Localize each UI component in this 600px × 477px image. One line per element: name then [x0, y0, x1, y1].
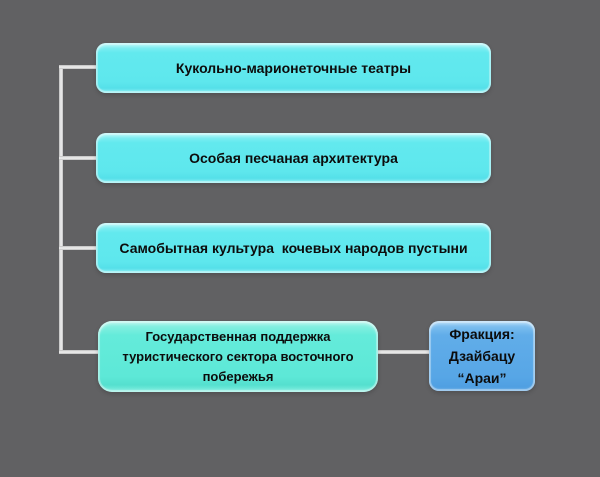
diagram-node-nomad-culture: Самобытная культура кочевых народов пуст…: [96, 223, 491, 273]
node-label-line: туристического сектора восточного: [122, 348, 354, 364]
node-label-line: Самобытная культура кочевых народов пуст…: [119, 240, 468, 256]
node-label-line: “Араи”: [457, 370, 507, 386]
diagram-node-sand-architecture: Особая песчаная архитектура: [96, 133, 491, 183]
connector-branch-node-4: [59, 350, 100, 354]
connector-trunk-vertical: [59, 65, 63, 354]
node-label-line: Дзайбацу: [448, 348, 516, 364]
diagram-node-state-support: Государственная поддержка туристического…: [98, 321, 378, 392]
connector-branch-node-3: [59, 246, 98, 250]
diagram-node-puppet-theaters: Кукольно-марионеточные театры: [96, 43, 491, 93]
node-label-line: Кукольно-марионеточные театры: [175, 60, 412, 76]
node-label-line: Государственная поддержка: [145, 328, 331, 344]
connector-branch-node-1: [59, 65, 98, 69]
node-label-line: побережья: [202, 368, 274, 384]
node-label-line: Фракция:: [449, 326, 515, 342]
connector-branch-node-2: [59, 156, 98, 160]
diagram-node-faction-zaibatsu-arai: Фракция: Дзайбацу “Араи”: [429, 321, 535, 391]
connector-node-4-to-node-5: [377, 350, 430, 354]
node-label-line: Особая песчаная архитектура: [189, 150, 398, 166]
